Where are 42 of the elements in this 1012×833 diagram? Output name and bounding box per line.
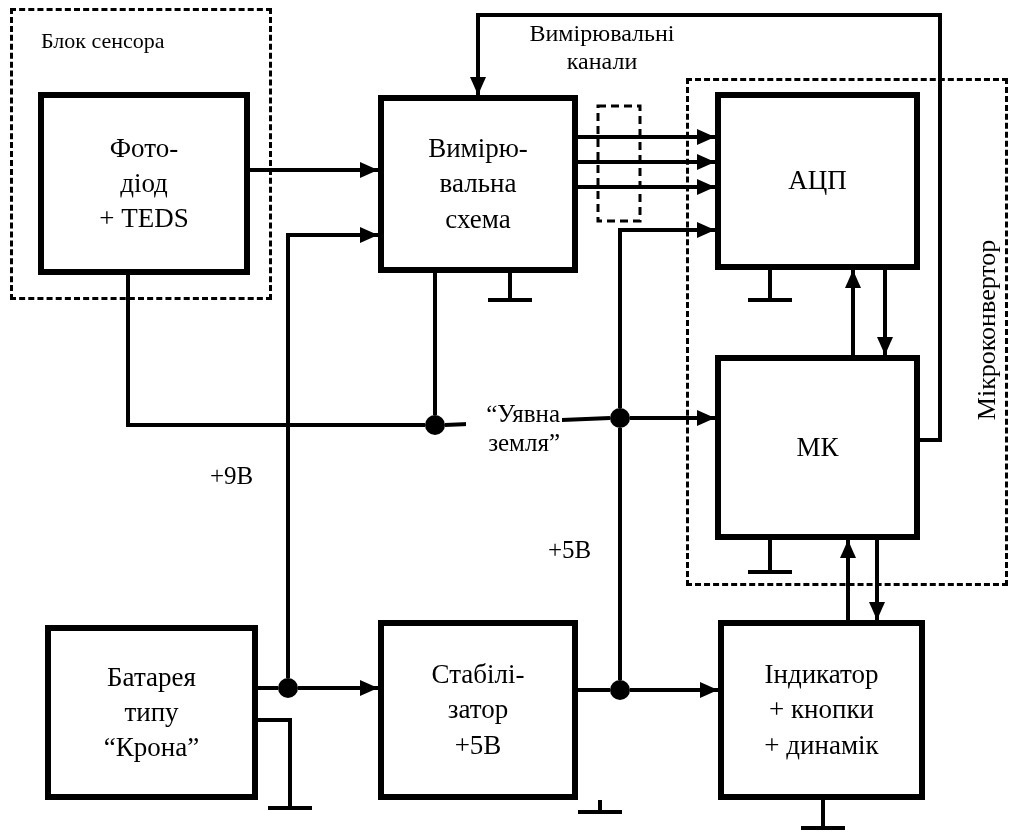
block-label: Індикатор + кнопки + динамік (763, 658, 880, 762)
arrow (630, 682, 718, 698)
connector-line (258, 686, 278, 690)
arrow (877, 270, 893, 355)
block-box (378, 95, 578, 273)
arrow (845, 270, 861, 355)
block-label: Мікроконвертор (971, 238, 1003, 423)
connector-line (618, 428, 622, 680)
connector-line (126, 275, 425, 427)
arrow (578, 179, 715, 195)
arrow (286, 227, 378, 678)
dashed-group-box (10, 8, 272, 300)
block-label: МК (795, 430, 840, 464)
block-box (378, 620, 578, 800)
junction-dot (610, 408, 630, 428)
junction-dot (610, 680, 630, 700)
block-label: Стабілі- затор +5В (430, 658, 526, 762)
block-box (45, 625, 258, 800)
block-label: Блок сенсора (41, 27, 165, 55)
block-box (38, 92, 250, 275)
arrow (578, 154, 715, 170)
block-label: АЦП (787, 164, 848, 198)
arrow (840, 540, 856, 620)
arrow (298, 680, 378, 696)
connector-line (433, 273, 437, 415)
junction-dot (278, 678, 298, 698)
block-label: Фото- діод + TEDS (98, 131, 190, 236)
block-box (718, 620, 925, 800)
block-label: Батарея типу “Крона” (102, 660, 201, 765)
junction-dot (425, 415, 445, 435)
block-box (715, 355, 920, 540)
arrow (630, 410, 715, 426)
arrow (470, 13, 942, 442)
block-label: Вимірю- вальна схема (427, 132, 529, 236)
block-box (715, 92, 920, 270)
connector-line (578, 688, 610, 692)
arrow (869, 540, 885, 620)
channel-label: Вимірювальні канали (528, 20, 676, 76)
dashed-group-box (686, 78, 1008, 586)
arrow (618, 222, 715, 408)
arrow (578, 129, 715, 145)
arrow (250, 162, 378, 178)
